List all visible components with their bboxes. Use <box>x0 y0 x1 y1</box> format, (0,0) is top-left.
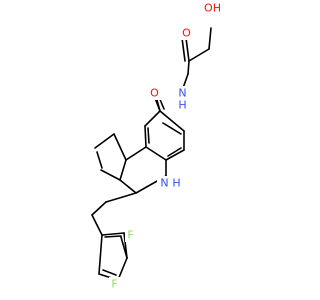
atom-label-hydroxyl: OH <box>204 2 221 15</box>
bond <box>102 269 117 276</box>
bond <box>167 147 182 157</box>
bond <box>98 234 103 275</box>
atom-label-fluorine-para: F <box>111 278 117 291</box>
bond <box>101 232 125 236</box>
bond <box>117 257 128 281</box>
bond <box>188 48 210 62</box>
bond <box>91 201 107 216</box>
bond <box>145 146 167 161</box>
atom-labels-layer: O OH O N H N H F F <box>109 1 225 291</box>
bond <box>119 179 137 194</box>
molecule-drawing: O OH O N H N H F F <box>91 1 225 291</box>
atom-label-oxygen-amide-carbonyl: O <box>150 87 159 100</box>
bond <box>144 125 147 148</box>
atom-label-ring-nitrogen: N <box>160 177 168 190</box>
bond <box>159 110 185 132</box>
atom-label-fluorine-ortho: F <box>127 229 133 242</box>
bond <box>208 27 212 50</box>
bond <box>165 149 185 161</box>
structure-svg: O OH O N H N H F F <box>91 1 225 291</box>
bond <box>125 146 147 161</box>
bond <box>100 169 121 181</box>
bond <box>91 214 103 236</box>
bond <box>104 235 122 238</box>
bond <box>185 37 190 62</box>
bond <box>96 151 103 169</box>
atom-label-amide-hydrogen: H <box>178 99 186 112</box>
atom-label-ring-hydrogen: H <box>172 177 180 190</box>
bond <box>113 133 127 161</box>
bond <box>147 127 150 144</box>
bond <box>187 60 190 75</box>
bond <box>120 236 128 259</box>
bond <box>162 122 182 135</box>
bond <box>105 192 137 203</box>
bonds-layer <box>91 27 212 281</box>
bond <box>94 133 115 149</box>
bond <box>181 37 186 62</box>
atom-label-oxygen-acid-carbonyl: O <box>182 27 191 40</box>
bond <box>119 159 127 181</box>
bond <box>144 110 161 127</box>
atom-label-amide-nitrogen: N <box>178 87 186 100</box>
bond <box>154 97 161 112</box>
